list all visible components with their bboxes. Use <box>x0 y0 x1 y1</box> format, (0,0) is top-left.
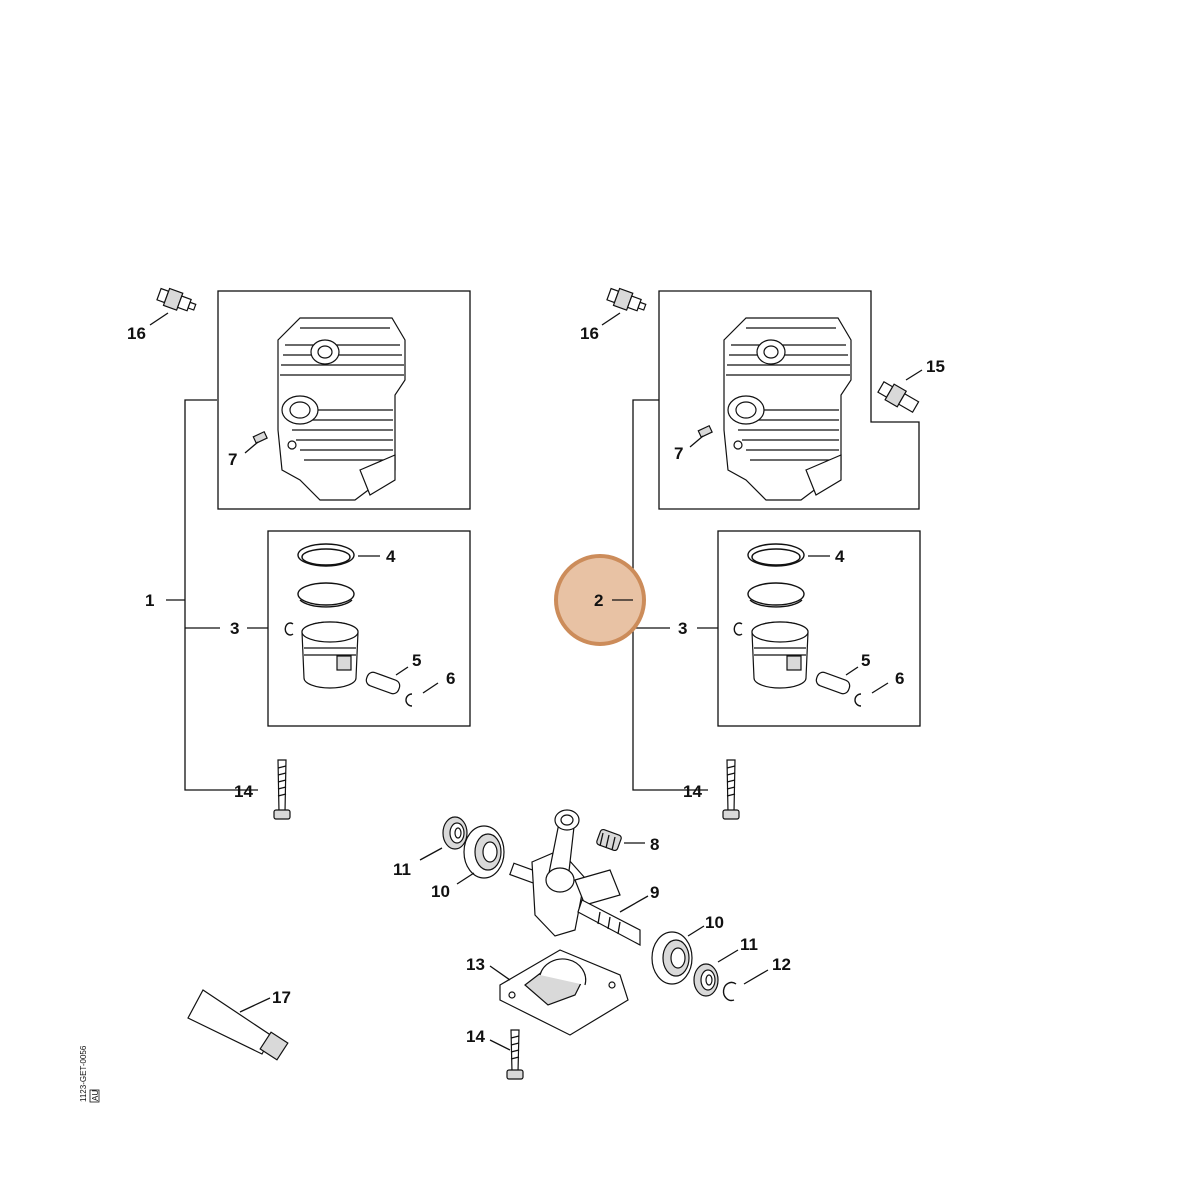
ball-bearing-right <box>651 931 693 985</box>
label-14-right: 14 <box>683 782 702 801</box>
label-8: 8 <box>650 835 659 854</box>
crankcase-part <box>499 949 629 1036</box>
spark-plug-part-left <box>156 287 197 312</box>
figure-code: 1123-GET-0056 AU <box>79 1045 100 1103</box>
figure-code-text: 1123-GET-0056 <box>79 1045 88 1102</box>
oil-seal-right <box>693 963 719 997</box>
label-6-left: 6 <box>446 669 455 688</box>
label-9: 9 <box>650 883 659 902</box>
cylinder-part-right <box>723 317 852 501</box>
label-12: 12 <box>772 955 791 974</box>
label-7-left: 7 <box>228 450 237 469</box>
label-10-left: 10 <box>431 882 450 901</box>
label-16-right: 16 <box>580 324 599 343</box>
decompression-valve-part-right <box>689 424 713 448</box>
label-15: 15 <box>926 357 945 376</box>
screw-part-right <box>722 759 740 820</box>
piston-kit-left <box>284 543 439 707</box>
label-4-right: 4 <box>835 547 845 566</box>
cylinder-part-left <box>277 317 406 501</box>
figure-code-tag: AU <box>91 1090 100 1101</box>
fitting-part-15 <box>877 380 920 414</box>
label-2[interactable]: 2 <box>594 591 603 610</box>
label-10-right: 10 <box>705 913 724 932</box>
crankshaft-group: 11 10 9 8 <box>393 809 791 1080</box>
assembly-left: 7 16 4 5 6 <box>127 287 471 820</box>
oil-seal-left <box>442 816 468 850</box>
ball-bearing-left <box>463 825 505 879</box>
assembly-right: 7 15 16 <box>554 287 945 820</box>
grease-tube-part <box>187 989 289 1061</box>
decompression-valve-part-left <box>244 430 268 454</box>
label-5-left: 5 <box>412 651 421 670</box>
label-14-left: 14 <box>234 782 253 801</box>
screw-part-bottom <box>506 1029 524 1080</box>
label-3-left: 3 <box>230 619 239 638</box>
circlip-part <box>722 981 737 1002</box>
label-14-bottom: 14 <box>466 1027 485 1046</box>
needle-cage-part <box>596 828 622 852</box>
label-1: 1 <box>145 591 154 610</box>
screw-part-left <box>273 759 291 820</box>
label-6-right: 6 <box>895 669 904 688</box>
highlight-marker[interactable] <box>554 554 646 646</box>
label-17: 17 <box>272 988 291 1007</box>
label-16-left: 16 <box>127 324 146 343</box>
label-4-left: 4 <box>386 547 396 566</box>
label-13: 13 <box>466 955 485 974</box>
crankshaft-part <box>509 809 641 946</box>
label-3-right: 3 <box>678 619 687 638</box>
piston-box-left <box>267 530 471 727</box>
piston-kit-right <box>733 543 889 707</box>
label-7-right: 7 <box>674 444 683 463</box>
label-5-right: 5 <box>861 651 870 670</box>
piston-box-right <box>717 530 921 727</box>
spark-plug-part-right <box>606 287 647 312</box>
label-11-right: 11 <box>740 935 758 954</box>
label-11-left: 11 <box>393 860 411 879</box>
